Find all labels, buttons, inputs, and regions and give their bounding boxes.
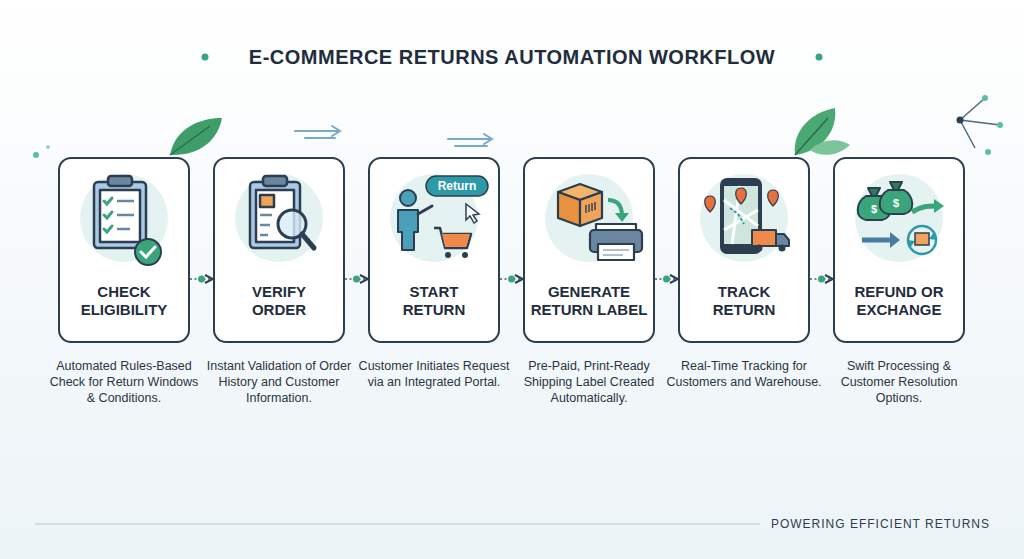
step-description: Pre-Paid, Print-Ready Shipping Label Cre… — [509, 358, 669, 406]
step-description: Customer Initiates Request via an Integr… — [354, 358, 514, 390]
step-description: Real-Time Tracking for Customers and War… — [664, 358, 824, 390]
flow-connector — [190, 276, 213, 283]
step-heading: VERIFY ORDER — [239, 283, 319, 319]
flow-connector — [810, 276, 833, 283]
step-heading: START RETURN — [389, 283, 479, 319]
step-heading: TRACK RETURN — [699, 283, 789, 319]
step-card: GENERATE RETURN LABELPre-Paid, Print-Rea… — [523, 157, 655, 343]
step-card: VERIFY ORDERInstant Validation of Order … — [213, 157, 345, 343]
step-card: START RETURNCustomer Initiates Request v… — [368, 157, 500, 343]
step-card: CHECK ELIGIBILITYAutomated Rules-Based C… — [58, 157, 190, 343]
step-description: Automated Rules-Based Check for Return W… — [44, 358, 204, 406]
flow-connector — [500, 276, 523, 283]
step-description: Swift Processing & Customer Resolution O… — [819, 358, 979, 406]
footer-caption: POWERING EFFICIENT RETURNS — [771, 517, 990, 531]
step-card: REFUND OR EXCHANGESwift Processing & Cus… — [833, 157, 965, 343]
flow-connector — [345, 276, 368, 283]
step-heading: GENERATE RETURN LABEL — [527, 283, 651, 319]
currency-sign: $ — [893, 197, 899, 209]
diagram-title: E-COMMERCE RETURNS AUTOMATION WORKFLOW — [0, 46, 1024, 69]
step-heading: REFUND OR EXCHANGE — [844, 283, 954, 319]
button-label: Return — [438, 179, 477, 193]
currency-sign: $ — [871, 203, 877, 215]
step-card: TRACK RETURNReal-Time Tracking for Custo… — [678, 157, 810, 343]
step-description: Instant Validation of Order History and … — [199, 358, 359, 406]
flow-connector — [655, 276, 678, 283]
step-heading: CHECK ELIGIBILITY — [64, 283, 184, 319]
